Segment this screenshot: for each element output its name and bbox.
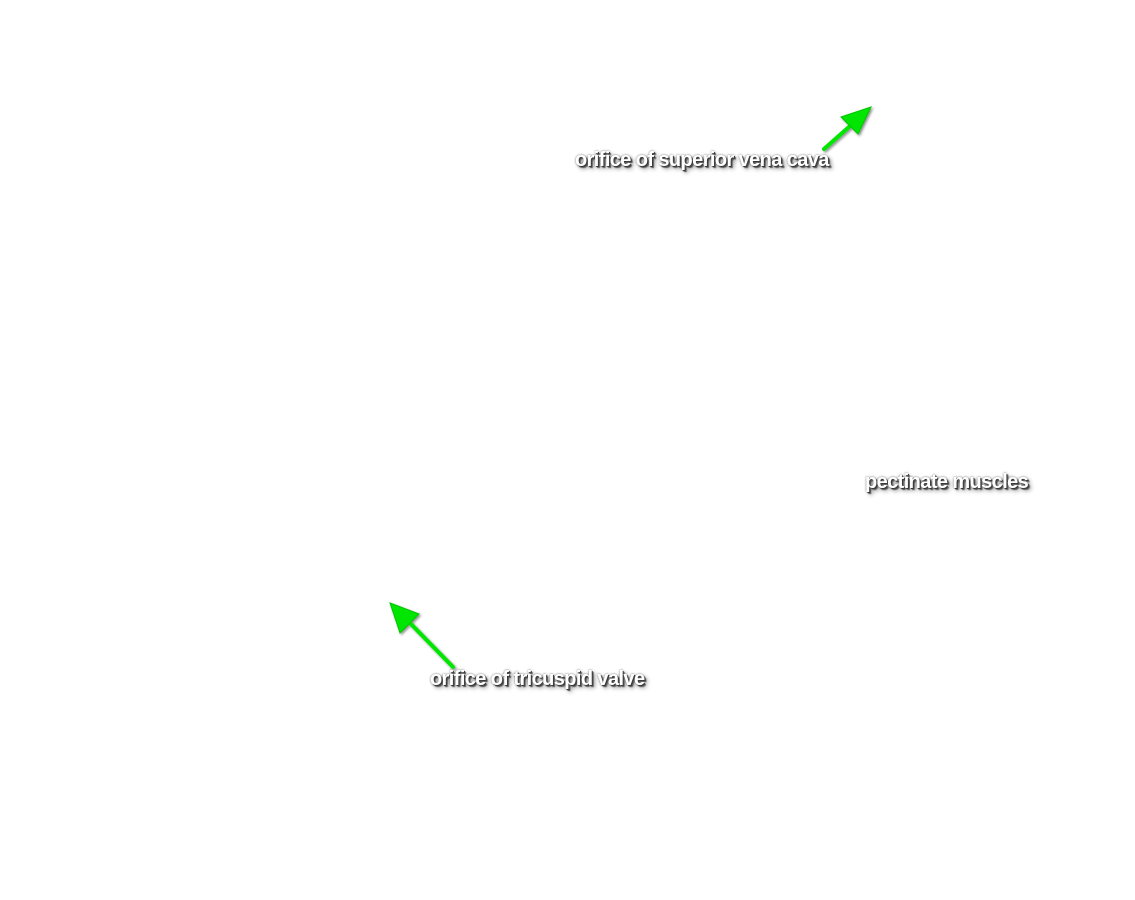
arrow-tricuspid-valve [389,602,455,669]
arrow-superior-vena-cava [822,106,872,151]
label-superior-vena-cava: orifice of superior vena cava [575,149,829,171]
label-tricuspid-valve: orifice of tricuspid valve [430,668,645,690]
label-pectinate-muscles: pectinate muscles [865,471,1029,493]
